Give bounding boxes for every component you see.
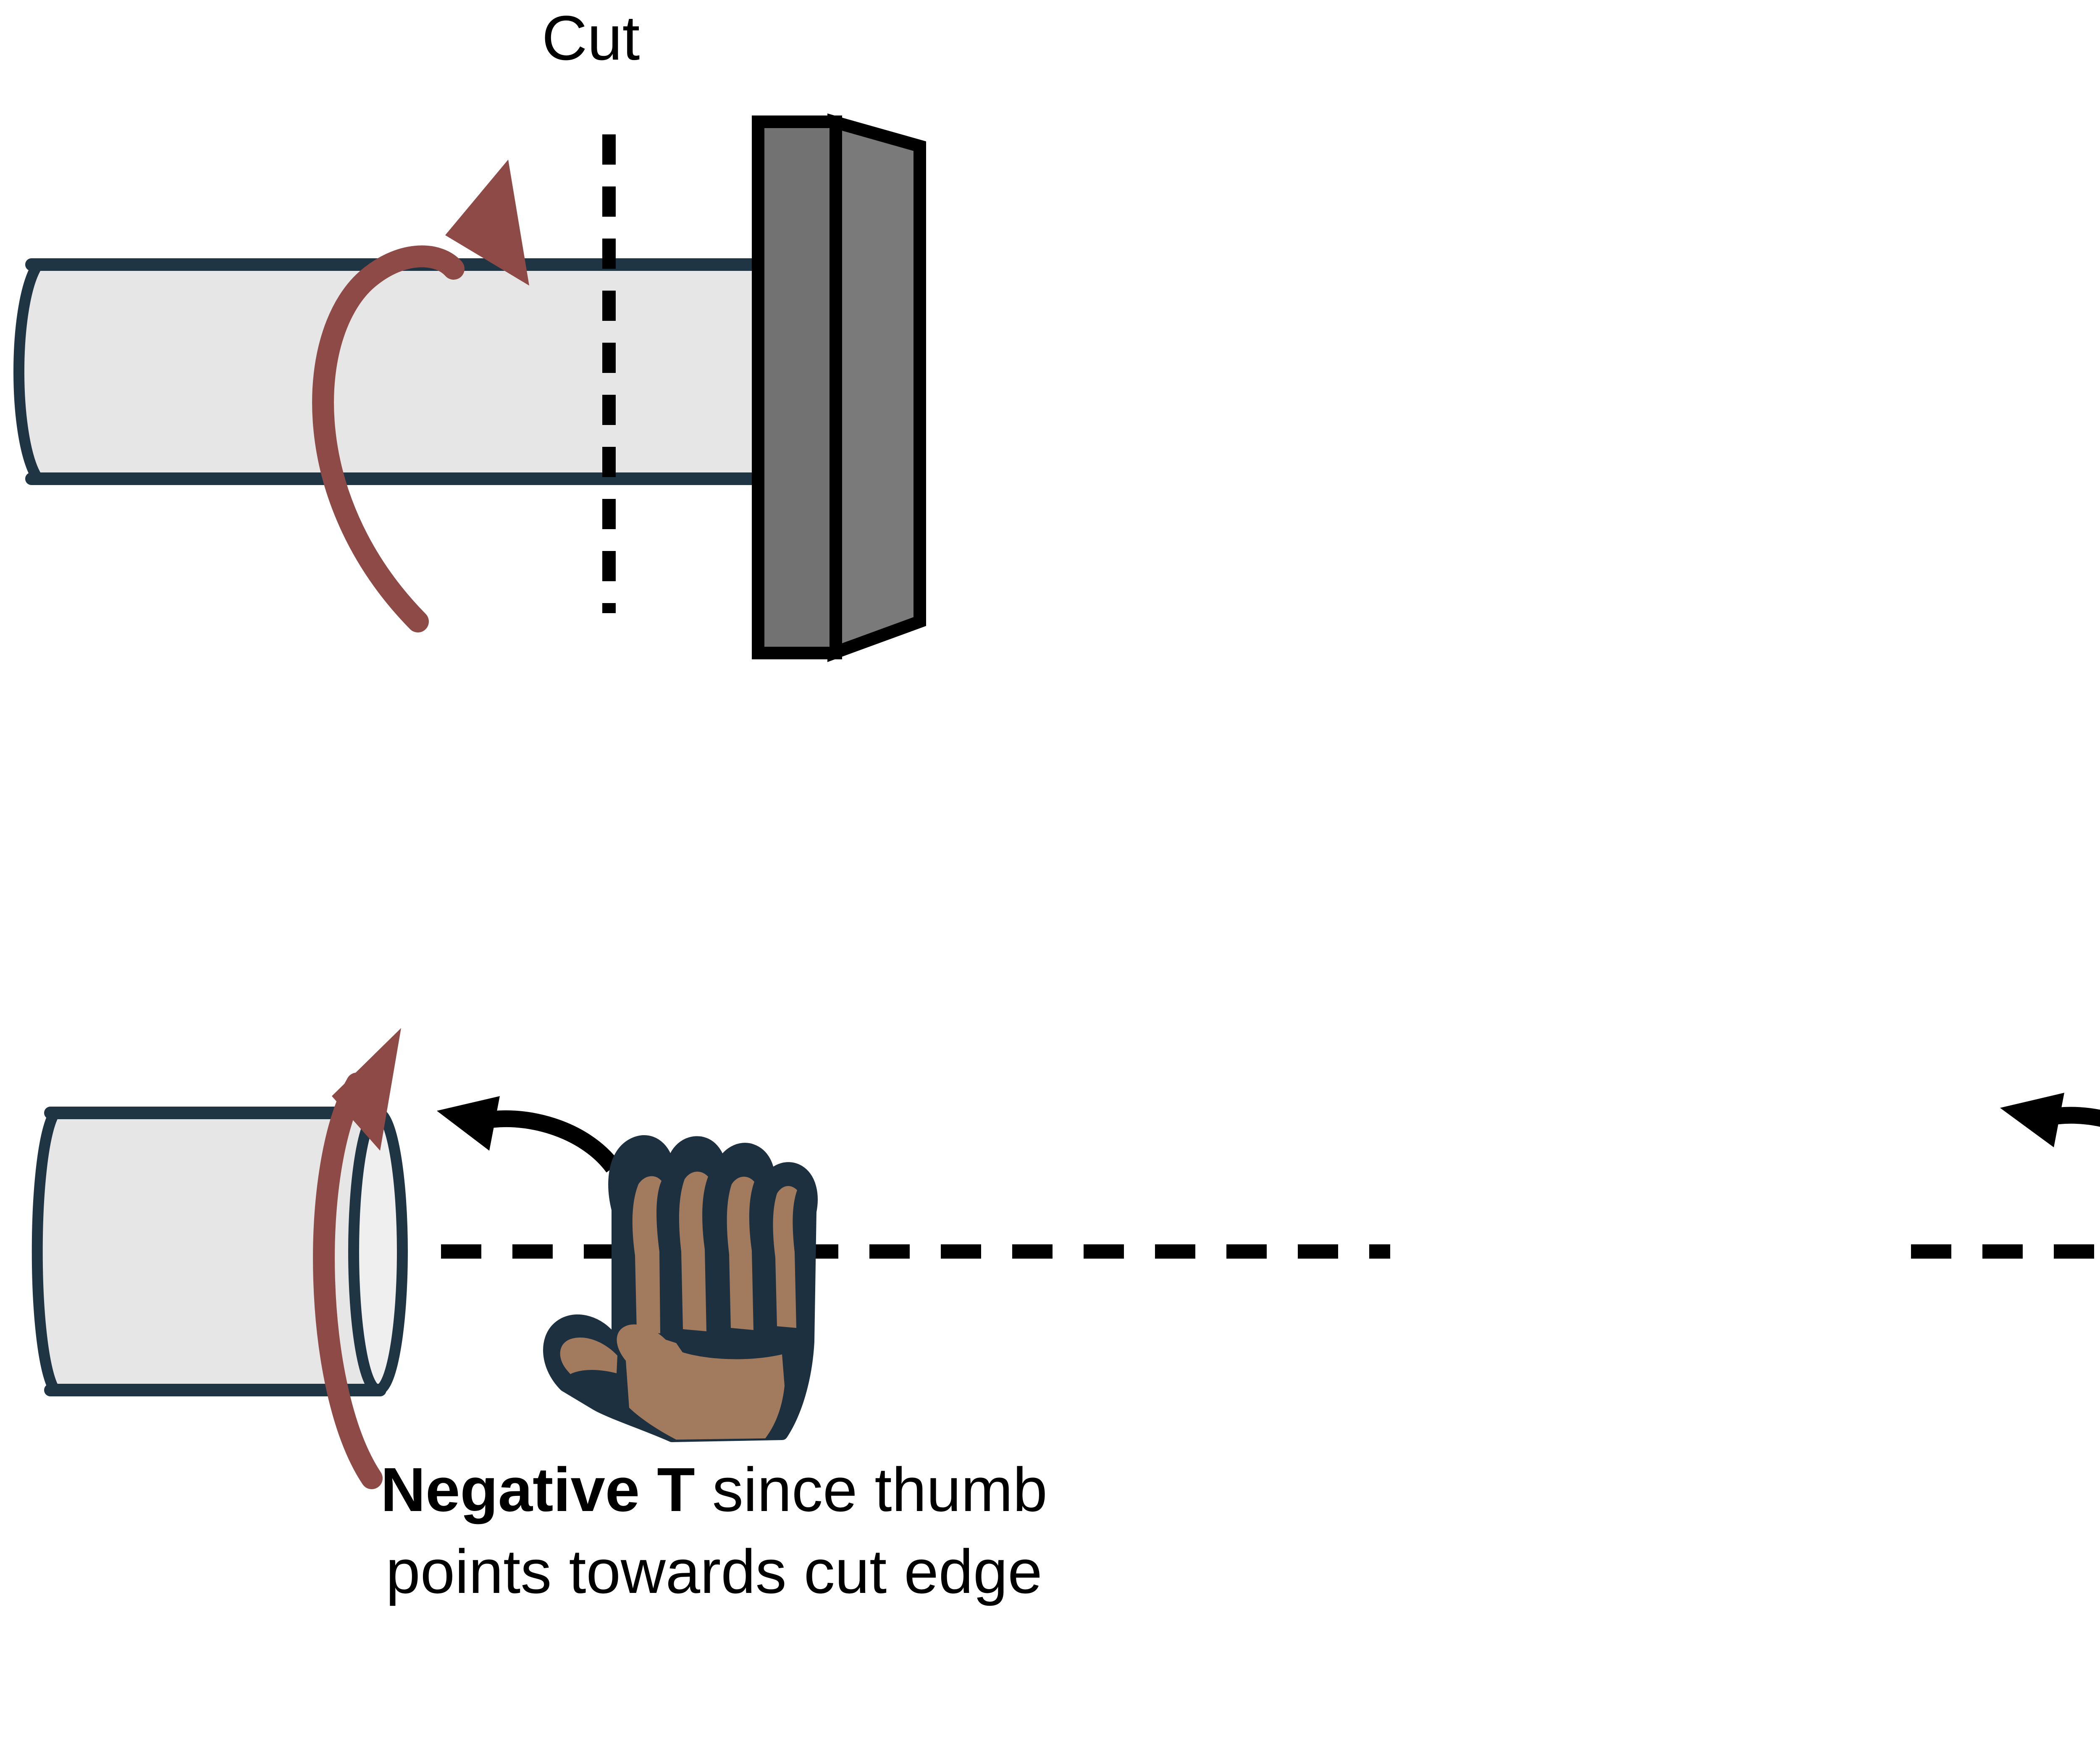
caption-bottom-right: Positive T since thumb points away from … [1835, 1449, 2100, 1613]
torque-arrow-top-left [312, 160, 529, 632]
panel-top-left-shaft-fixed-right-wall: Cut [0, 0, 1134, 756]
caption-left-line2: points towards cut edge [386, 1537, 1042, 1607]
right-hand-icon-bottom-left [543, 1135, 818, 1442]
torque-arrow-bottom-left [313, 1028, 401, 1489]
shaft-top-left [13, 258, 863, 485]
wall-block-top-left [752, 113, 926, 662]
caption-left-bold: Negative T [381, 1455, 695, 1524]
panel-bottom-left-right-hand-rule-negative: Negative T since thumb points towards cu… [0, 916, 1428, 1606]
bottom-right-svg [1911, 1093, 2100, 1259]
bottom-left-svg [32, 1028, 1390, 1489]
caption-right-line1: Positive T since thumb [1835, 1449, 2100, 1531]
top-left-svg [13, 113, 926, 662]
shaft-bottom-left [32, 1107, 408, 1396]
caption-left-rest: since thumb [695, 1455, 1047, 1524]
rotation-direction-arrow-bottom-right [2000, 1093, 2100, 1147]
cut-label-top-left: Cut [542, 3, 640, 73]
caption-bottom-left: Negative T since thumb points towards cu… [0, 1449, 1428, 1613]
caption-right-line2: points away from cut edge [1835, 1531, 2100, 1613]
rotation-direction-arrow-bottom-left [437, 1096, 620, 1173]
panel-bottom-right-right-hand-rule-positive: Positive T since thumb points away from … [1835, 916, 2100, 1524]
caption-left-line1: Negative T since thumb [0, 1449, 1428, 1531]
